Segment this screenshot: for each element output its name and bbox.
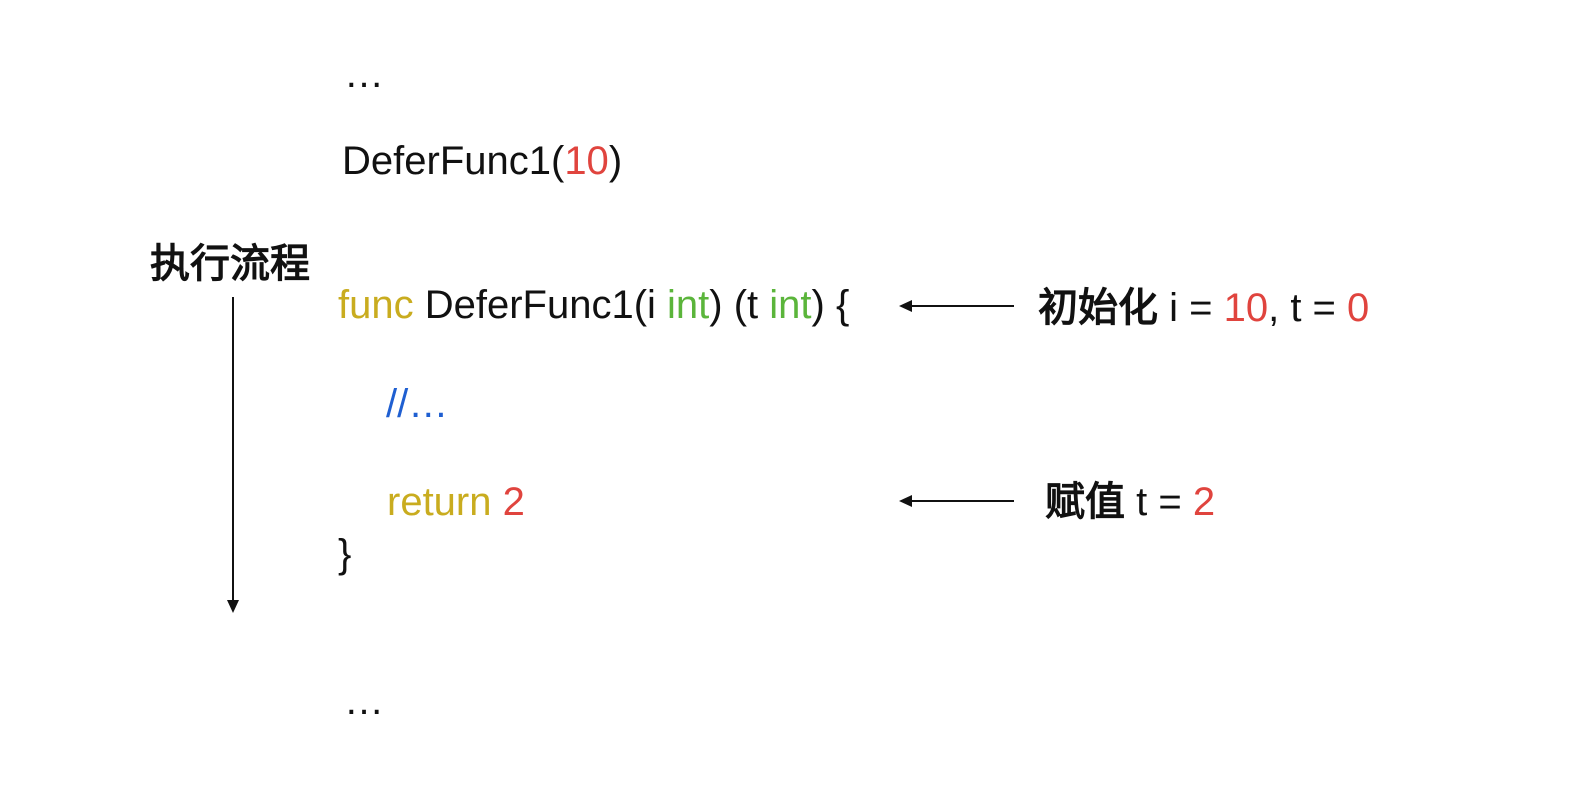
close-brace: } bbox=[338, 532, 352, 576]
call-close: ) bbox=[608, 139, 623, 183]
init-text-i: i = bbox=[1158, 286, 1224, 330]
return-line: return 2 bbox=[387, 478, 525, 526]
return-value: 2 bbox=[502, 480, 525, 524]
func-signature-line: func DeferFunc1(i int) (t int) { bbox=[338, 281, 849, 329]
return-keyword: return bbox=[387, 480, 492, 524]
func-open: ) { bbox=[811, 283, 850, 327]
flow-label: 执行流程 bbox=[150, 241, 310, 287]
param-type: int bbox=[667, 283, 710, 327]
comment-text: //… bbox=[386, 382, 449, 426]
init-label: 初始化 bbox=[1038, 285, 1158, 331]
init-text-t: , t = bbox=[1268, 286, 1348, 330]
call-name: DeferFunc1( bbox=[342, 139, 565, 183]
ellipsis-top-text: … bbox=[344, 52, 384, 96]
call-arg: 10 bbox=[564, 139, 609, 183]
func-mid: ) (t bbox=[709, 283, 770, 327]
flow-arrow-head bbox=[227, 600, 239, 613]
ellipsis-bottom-text: … bbox=[344, 679, 384, 723]
call-line: DeferFunc1(10) bbox=[342, 137, 622, 185]
func-keyword: func bbox=[338, 283, 414, 327]
assign-label: 赋值 bbox=[1045, 479, 1125, 525]
return-type: int bbox=[769, 283, 812, 327]
init-annotation: 初始化 i = 10, t = 0 bbox=[1038, 284, 1369, 332]
init-val-t: 0 bbox=[1347, 286, 1370, 330]
assign-text-t: t = bbox=[1125, 480, 1193, 524]
assign-val-t: 2 bbox=[1192, 480, 1216, 524]
init-val-i: 10 bbox=[1223, 286, 1269, 330]
assign-annotation: 赋值 t = 2 bbox=[1045, 478, 1215, 526]
close-brace-line: } bbox=[338, 530, 351, 578]
func-name: DeferFunc1(i bbox=[413, 283, 668, 327]
assign-arrow-head bbox=[899, 495, 912, 507]
ellipsis-bottom: … bbox=[344, 677, 384, 725]
init-arrow-head bbox=[899, 300, 912, 312]
ellipsis-top: … bbox=[344, 50, 384, 98]
comment-line: //… bbox=[386, 380, 448, 428]
